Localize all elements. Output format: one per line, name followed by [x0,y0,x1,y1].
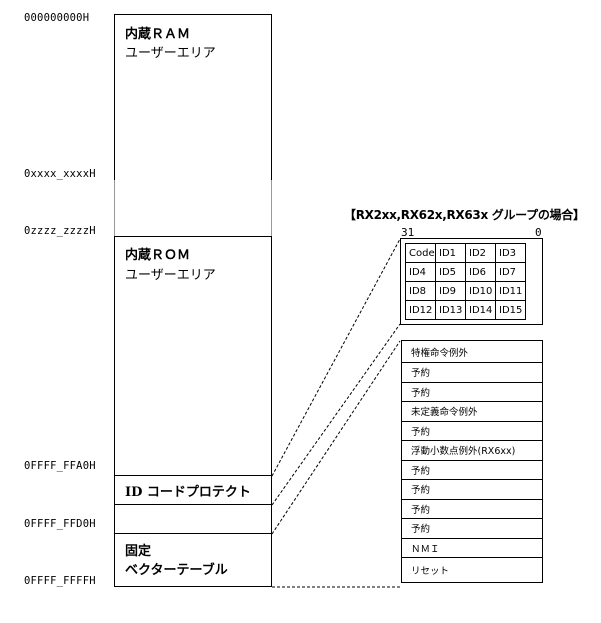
vector-entry: 特権命令例外 [401,340,543,363]
id-code-table: Code ID1 ID2 ID3 ID4 ID5 ID6 ID7 ID8 ID9… [405,243,526,320]
id-row: Code ID1 ID2 ID3 [405,243,526,263]
id-row: ID4 ID5 ID6 ID7 [405,262,526,282]
idcode-label: ID コードプロテクト [125,485,251,500]
fixed-subtitle: ベクターテーブル [125,563,228,578]
ram-subtitle: ユーザーエリア [125,46,216,61]
id-cell: ID3 [495,243,526,263]
connector-vector-top [271,340,401,535]
connector-idcode-bottom [271,323,401,506]
bit-high-label: 31 [401,226,415,239]
bit-low-label: 0 [535,226,542,239]
address-rom-start: 0zzzz_zzzzH [24,225,96,237]
id-row: ID8 ID9 ID10 ID11 [405,281,526,301]
vector-table: 特権命令例外 予約 予約 未定義命令例外 予約 浮動小数点例外(RX6xx) 予… [401,340,543,583]
id-table-title: 【RX2xx,RX62x,RX63x グループの場合】 [344,208,585,222]
address-ram-end: 0xxxx_xxxxH [24,168,96,180]
address-end: 0FFFF_FFFFH [24,575,96,587]
rom-subtitle: ユーザーエリア [125,268,216,283]
rom-title: 内蔵ＲＯＭ [125,248,191,263]
address-start: 000000000H [24,12,90,24]
id-row: ID12 ID13 ID14 ID15 [405,300,526,320]
fixed-title: 固定 [125,544,152,559]
id-cell: ID15 [495,300,526,320]
reserved-gap [114,180,272,237]
fixed-vector-block: 固定 ベクターテーブル [114,533,272,587]
ram-title: 内蔵ＲＡＭ [125,27,191,42]
address-vector-start: 0FFFF_FFD0H [24,518,96,530]
connector-idcode-top [271,238,401,477]
vector-entry: リセット [401,557,543,583]
idcode-block: ID コードプロテクト [114,475,272,505]
id-cell: ID11 [495,281,526,301]
rom-block: 内蔵ＲＯＭ ユーザーエリア [114,236,272,476]
address-idcode-start: 0FFFF_FFA0H [24,460,96,472]
